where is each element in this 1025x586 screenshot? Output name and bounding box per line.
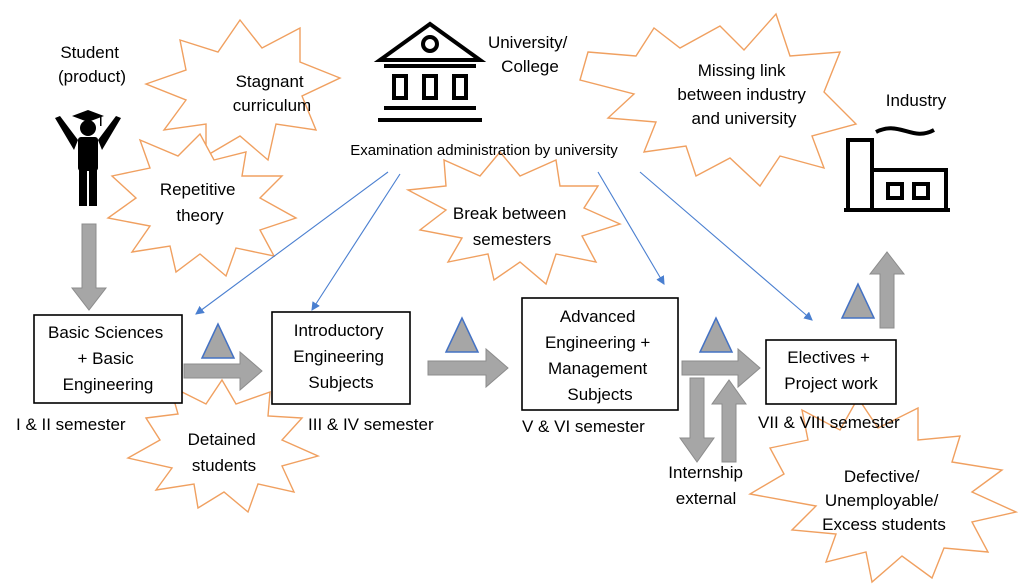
svg-text:Advanced Engineering +: Advanced Engineering + Management Subjec… [545, 307, 655, 404]
svg-text:Repetitive theory: Repetitive theory [160, 180, 240, 225]
industry-label: Industry [886, 91, 947, 110]
stage2-line1: Introductory [294, 321, 384, 340]
stage2-line2: Engineering [293, 347, 384, 366]
arrow-stage3-to-stage4 [681, 347, 761, 389]
break-line1: Break between [453, 204, 566, 223]
industry-factory-icon [844, 126, 950, 212]
stage3-line1: Advanced [560, 307, 636, 326]
stagnant-line1: Stagnant [236, 72, 304, 91]
stage-box-4: Electives + Project work [765, 339, 897, 405]
stage1-line1: Basic Sciences [48, 323, 163, 342]
repetitive-line2: theory [176, 206, 224, 225]
university-building-icon [373, 21, 487, 122]
burst-stagnant-curriculum: Stagnant curriculum [144, 18, 342, 162]
arrow-stage1-to-stage2 [183, 350, 263, 392]
repetitive-line1: Repetitive [160, 180, 236, 199]
stage2-line3: Subjects [308, 373, 373, 392]
svg-text:Basic Sciences + Basic: Basic Sciences + Basic Engineering [48, 323, 168, 394]
svg-text:Missing link between ind: Missing link between industry and univer… [677, 61, 810, 128]
svg-text:Detained students: Detained students [188, 430, 261, 475]
stage1-line3: Engineering [63, 375, 154, 394]
arrow-stage2-to-stage3 [427, 347, 509, 389]
burst-break-between-semesters: Break between semesters [405, 150, 622, 286]
stage4-semester: VII & VIII semester [758, 413, 900, 432]
internship-line2: external [676, 489, 736, 508]
triangle-marker-1 [200, 322, 236, 359]
exam-line-stage4 [639, 171, 813, 321]
exam-line-stage2 [311, 173, 401, 311]
stage3-semester: V & VI semester [522, 417, 645, 436]
stage-box-2: Introductory Engineering Subjects [271, 311, 411, 405]
stage3-line3: Management [548, 359, 648, 378]
student-graduate-icon [55, 110, 121, 206]
triangle-marker-3 [698, 316, 734, 353]
university-label-line2: College [501, 57, 559, 76]
defective-line2: Unemployable/ [825, 491, 939, 510]
student-label-line2: (product) [58, 67, 126, 86]
svg-text:Introductory Engineering: Introductory Engineering Subjects [293, 321, 388, 392]
student-label-line1: Student [60, 43, 119, 62]
stage3-line2: Engineering + [545, 333, 650, 352]
stage3-line4: Subjects [567, 385, 632, 404]
arrow-to-internship [679, 377, 715, 463]
exam-line-stage1 [195, 171, 389, 315]
stage4-line1: Electives + [787, 348, 870, 367]
arrow-stage4-to-industry [868, 251, 906, 329]
examination-label: Examination administration by university [350, 142, 618, 159]
stage1-line2: + Basic [78, 349, 135, 368]
internship-line1: Internship [668, 463, 743, 482]
burst-repetitive-theory: Repetitive theory [106, 132, 298, 278]
student-label: Student (product) [58, 43, 126, 86]
stagnant-line2: curriculum [233, 96, 311, 115]
svg-text:Stagnant curriculum: Stagnant curriculum [233, 72, 311, 115]
exam-line-stage3 [597, 171, 665, 285]
stage-box-1: Basic Sciences + Basic Engineering [33, 314, 183, 404]
break-line2: semesters [473, 230, 551, 249]
stage4-line2: Project work [784, 374, 878, 393]
defective-line3: Excess students [822, 515, 946, 534]
svg-text:Electives + Project work: Electives + Project work [784, 348, 878, 393]
missing-link-line1: Missing link [698, 61, 786, 80]
svg-text:Defective/ Unemployable/: Defective/ Unemployable/ Excess students [822, 467, 946, 534]
arrow-from-internship [711, 379, 747, 463]
burst-defective-students: Defective/ Unemployable/ Excess students [748, 396, 1019, 584]
stage1-semester: I & II semester [16, 415, 126, 434]
university-label-line1: University/ [488, 33, 568, 52]
triangle-marker-2 [444, 316, 480, 353]
stage2-semester: III & IV semester [308, 415, 434, 434]
stage-box-3: Advanced Engineering + Management Subjec… [521, 297, 679, 411]
arrow-student-to-stage1 [70, 223, 108, 311]
burst-missing-link: Missing link between industry and univer… [579, 12, 858, 188]
defective-line1: Defective/ [844, 467, 920, 486]
detained-line2: students [192, 456, 256, 475]
missing-link-line2: between industry [677, 85, 806, 104]
detained-line1: Detained [188, 430, 256, 449]
missing-link-line3: and university [692, 109, 797, 128]
internship-label: Internship external [668, 463, 747, 508]
svg-text:Break between semesters: Break between semesters [453, 204, 571, 249]
triangle-marker-4 [840, 282, 876, 319]
exam-connection-lines [195, 171, 813, 321]
burst-detained-students: Detained students [126, 378, 321, 514]
university-label: University/ College [488, 33, 572, 76]
